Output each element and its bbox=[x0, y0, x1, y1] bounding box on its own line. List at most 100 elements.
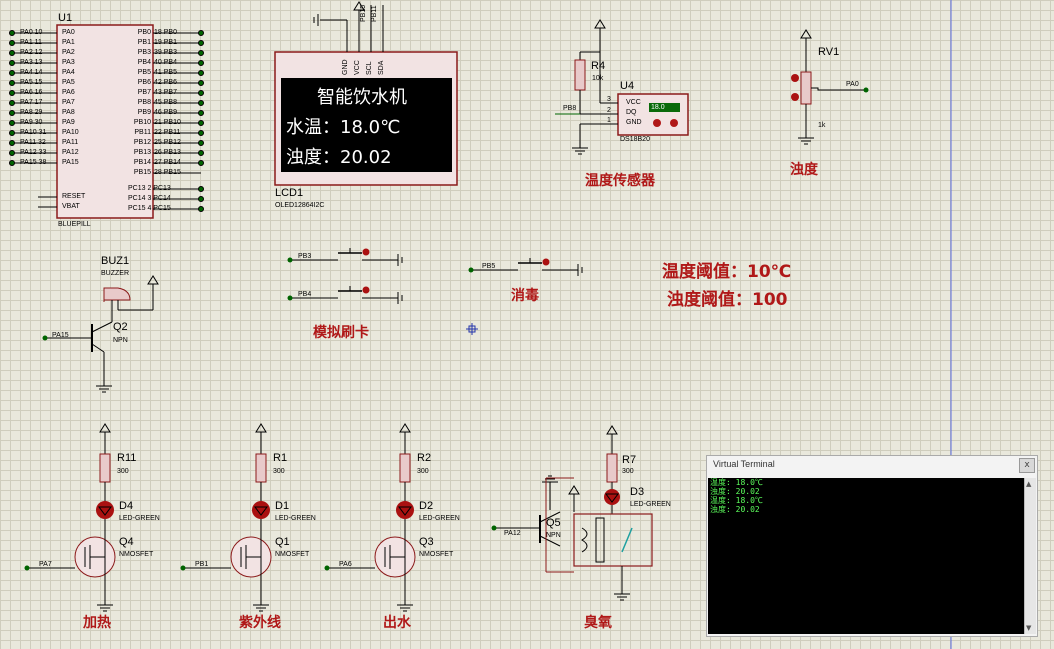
mcu-pin-pc15: PC15 4 PC15 bbox=[128, 205, 171, 212]
rv1-ref: RV1 bbox=[818, 46, 840, 58]
u4-part: DS18B20 bbox=[620, 136, 650, 143]
buzzer-ref: BUZ1 bbox=[101, 255, 130, 267]
mcu-net-pa5: PA5 15 bbox=[20, 79, 43, 86]
sensor-caption: 温度传感器 bbox=[585, 173, 655, 189]
q2-ref: Q2 bbox=[113, 321, 128, 333]
lcd-line-temp: 水温：18.0℃ bbox=[286, 117, 401, 138]
btn2-net: PB4 bbox=[298, 291, 312, 298]
terminal-scrollbar[interactable]: ▲ ▼ bbox=[1024, 478, 1036, 634]
lcd-pin-scl: SCL bbox=[366, 61, 373, 75]
mcu-pin-pa12: PA12 bbox=[62, 149, 79, 156]
u4-ref: U4 bbox=[620, 80, 635, 92]
lcd-net-sda: PB11 bbox=[371, 5, 378, 22]
r7-val: 300 bbox=[622, 468, 634, 475]
buzzer-body[interactable] bbox=[103, 287, 131, 301]
resistor-val: 300 bbox=[417, 468, 429, 475]
mcu-net-pb14: 27 PB14 bbox=[154, 159, 181, 166]
mcu-pin-pa8: PA8 bbox=[62, 109, 75, 116]
button-pb5[interactable] bbox=[468, 258, 583, 276]
driver-caption: 加热 bbox=[83, 615, 111, 631]
mcu-net-pa0: PA0 10 bbox=[20, 29, 43, 36]
led-type: LED-GREEN bbox=[419, 515, 460, 522]
terminal-line: 温度: 18.0℃ bbox=[710, 496, 763, 505]
mcu-net-pa1: PA1 11 bbox=[20, 39, 42, 46]
driver-net: PB1 bbox=[195, 561, 209, 568]
temp-readout-display bbox=[649, 103, 680, 112]
terminal-screen[interactable]: 温度: 18.0℃ 浊度: 20.02 温度: 18.0℃ 浊度: 20.02 bbox=[708, 478, 1024, 634]
u4-pin-dq: DQ bbox=[626, 109, 637, 116]
virtual-terminal-window[interactable]: Virtual Terminal x 温度: 18.0℃ 浊度: 20.02 温… bbox=[706, 455, 1038, 637]
u4-pin-vcc: VCC bbox=[626, 99, 641, 106]
mcu-pin-pb4: PB4 bbox=[137, 59, 151, 66]
mcu-net-pb15: 28 PB15 bbox=[154, 169, 181, 176]
resistor-ref: R2 bbox=[417, 452, 432, 464]
mcu-pin-pb11: PB11 bbox=[134, 129, 151, 136]
mcu-net-pa12: PA12 33 bbox=[20, 149, 47, 156]
u4-pin-num-3: 3 bbox=[607, 96, 611, 103]
lcd-ref: LCD1 bbox=[275, 187, 304, 199]
mcu-net-pb12: 25 PB12 bbox=[154, 139, 181, 146]
mcu-net-pa11: PA11 32 bbox=[20, 139, 46, 146]
q5-ref: Q5 bbox=[546, 517, 561, 529]
button-pb4[interactable] bbox=[287, 286, 403, 304]
u4-pin-num-2: 2 bbox=[607, 107, 611, 114]
mosfet-type: NMOSFET bbox=[275, 551, 310, 558]
temp-threshold: 温度阈值：10℃ bbox=[662, 262, 792, 282]
rv1-val: 1k bbox=[818, 122, 826, 129]
mcu-pin-pb15: PB15 bbox=[133, 169, 151, 176]
pot-caption: 浊度 bbox=[790, 162, 818, 178]
mcu-net-pb4: 40 PB4 bbox=[154, 59, 177, 66]
mcu-net-pb5: 41 PB5 bbox=[154, 69, 177, 76]
buzzer-part: BUZZER bbox=[101, 270, 129, 277]
led-type: LED-GREEN bbox=[275, 515, 316, 522]
mcu-net-pa15: PA15 38 bbox=[20, 159, 47, 166]
mcu-pin-pa1: PA1 bbox=[62, 39, 75, 46]
mcu-body[interactable] bbox=[56, 24, 154, 219]
mcu-net-pb1: 19 PB1 bbox=[154, 39, 177, 46]
lcd-screen bbox=[281, 78, 452, 172]
rv1-potentiometer[interactable] bbox=[800, 71, 812, 105]
driver-stage-q4[interactable] bbox=[24, 423, 116, 612]
scroll-down-icon[interactable]: ▼ bbox=[1026, 624, 1032, 632]
mcu-net-pa6: PA6 16 bbox=[20, 89, 43, 96]
temp-readout-value: 18.0 bbox=[651, 104, 665, 111]
d3-ref: D3 bbox=[630, 486, 645, 498]
mcu-pin-pa6: PA6 bbox=[62, 89, 75, 96]
virtual-terminal-title: Virtual Terminal bbox=[713, 459, 775, 469]
driver-net: PA6 bbox=[339, 561, 352, 568]
terminal-line: 浊度: 20.02 bbox=[710, 505, 760, 514]
mcu-pin-pa2: PA2 bbox=[62, 49, 75, 56]
mcu-pin-pb10: PB10 bbox=[133, 119, 151, 126]
relay-body[interactable] bbox=[573, 513, 653, 567]
mosfet-ref: Q4 bbox=[119, 536, 134, 548]
driver-caption: 紫外线 bbox=[239, 615, 281, 631]
button-pb3[interactable] bbox=[287, 248, 403, 266]
mosfet-ref: Q3 bbox=[419, 536, 434, 548]
lcd-net-scl: PB15 bbox=[360, 4, 367, 22]
lcd-pin-gnd: GND bbox=[342, 59, 349, 75]
swipe-card-caption: 模拟刷卡 bbox=[313, 325, 369, 341]
d3-type: LED-GREEN bbox=[630, 501, 671, 508]
terminal-line: 浊度: 20.02 bbox=[710, 487, 760, 496]
driver-caption: 出水 bbox=[383, 615, 411, 631]
mosfet-type: NMOSFET bbox=[419, 551, 454, 558]
driver-stage-q1[interactable] bbox=[180, 423, 272, 612]
close-button[interactable]: x bbox=[1019, 458, 1035, 473]
driver-net: PA7 bbox=[39, 561, 52, 568]
resistor-val: 300 bbox=[273, 468, 285, 475]
lcd-line-title: 智能饮水机 bbox=[317, 87, 407, 108]
mcu-net-pb6: 42 PB6 bbox=[154, 79, 177, 86]
resistor-val: 300 bbox=[117, 468, 129, 475]
mcu-pin-pb0: PB0 bbox=[137, 29, 151, 36]
driver-stage-q3[interactable] bbox=[324, 423, 416, 612]
r4-resistor[interactable] bbox=[574, 59, 586, 91]
ds18b20-body[interactable] bbox=[617, 93, 689, 136]
scroll-up-icon[interactable]: ▲ bbox=[1026, 480, 1032, 488]
mcu-net-pb13: 26 PB13 bbox=[154, 149, 181, 156]
mcu-pin-pa10: PA10 bbox=[62, 129, 79, 136]
resistor-ref: R11 bbox=[117, 452, 137, 464]
mcu-pin-pb12: PB12 bbox=[133, 139, 151, 146]
ozone-net: PA12 bbox=[504, 530, 521, 537]
btn1-net: PB3 bbox=[298, 253, 312, 260]
